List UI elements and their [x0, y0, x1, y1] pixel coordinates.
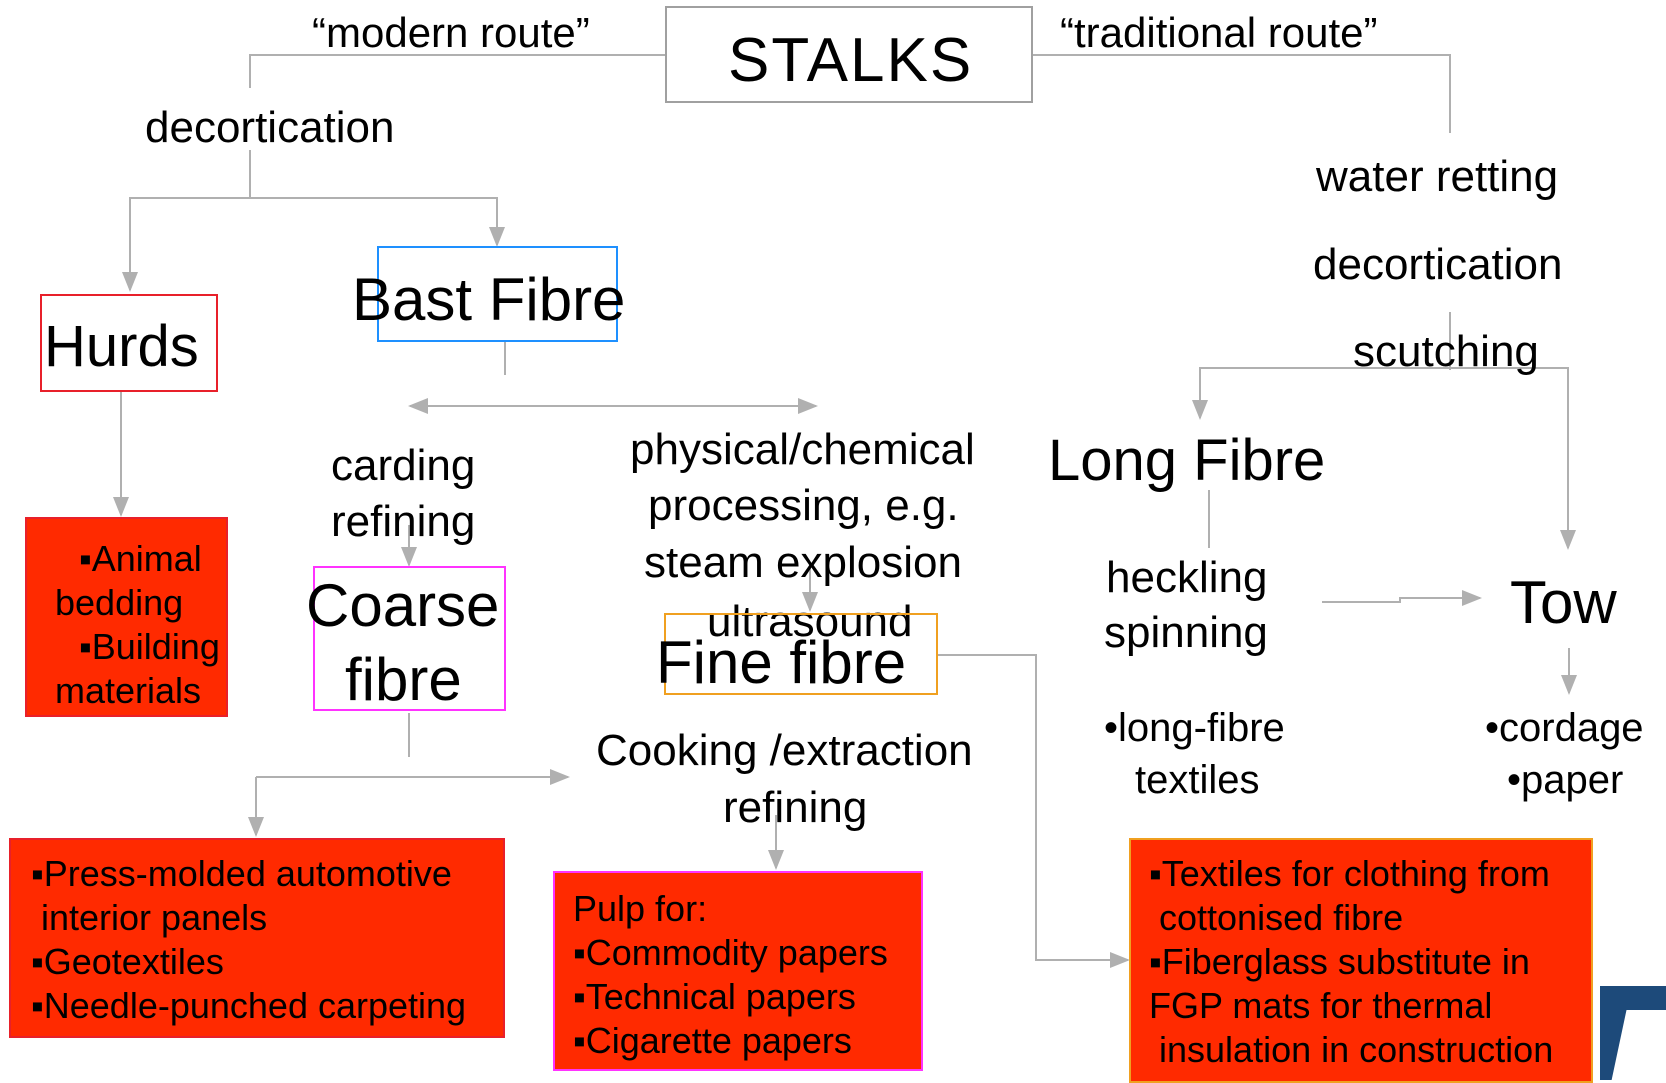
tow-uses-line-1: •cordage	[1485, 706, 1644, 750]
hurds-node: Hurds	[44, 314, 199, 379]
hurds-node-box	[40, 294, 218, 392]
pulp-use-line: ▪Technical papers	[573, 976, 856, 1017]
link-heckling-tow	[1322, 590, 1482, 606]
pulp-uses-box: Pulp for: ▪Commodity papers ▪Technical p…	[553, 871, 923, 1071]
bast-fibre-node: Bast Fibre	[352, 266, 626, 333]
coarse-uses-box: ▪Press-molded automotive interior panels…	[9, 838, 505, 1038]
traditional-route-label: “traditional route”	[1060, 9, 1378, 56]
fine-use-line: ▪Textiles for clothing from	[1149, 853, 1550, 894]
water-retting-label: water retting	[1316, 152, 1559, 201]
tow-node: Tow	[1510, 569, 1617, 636]
physical-chemical-line-3: steam explosion	[644, 538, 962, 587]
tow-uses-line-2: •paper	[1507, 758, 1624, 802]
pulp-use-line: ▪Commodity papers	[573, 932, 888, 973]
carding-label: carding	[331, 441, 476, 490]
hurds-use-line: materials	[55, 670, 202, 711]
coarse-fibre-node-line-1: Coarse	[306, 572, 500, 639]
pulp-use-line: Pulp for:	[573, 888, 708, 929]
refining-label: refining	[331, 497, 476, 546]
coarse-use-line: interior panels	[31, 897, 268, 938]
coarse-fibre-node-box	[313, 566, 506, 711]
physical-chemical-line-1: physical/chemical	[630, 425, 975, 474]
hurds-use-line: ▪Animal	[79, 538, 202, 579]
fine-fibre-node: Fine fibre	[656, 629, 907, 696]
long-fibre-node: Long Fibre	[1048, 428, 1326, 493]
scutching-label: scutching	[1353, 327, 1539, 376]
coarse-use-line: ▪Geotextiles	[31, 941, 224, 982]
spinning-label: spinning	[1104, 608, 1268, 657]
decortication-right-label: decortication	[1313, 240, 1563, 289]
bast-fibre-node-box	[377, 246, 618, 342]
link-decortication-split	[122, 150, 251, 292]
stalks-node-box	[665, 6, 1033, 103]
long-fibre-textiles-line-2: textiles	[1135, 758, 1260, 802]
coarse-use-line: ▪Needle-punched carpeting	[31, 985, 467, 1026]
fine-uses-box: ▪Textiles for clothing from cottonised f…	[1129, 838, 1593, 1083]
fine-use-line: FGP mats for thermal	[1149, 985, 1493, 1026]
coarse-fibre-node-line-2: fibre	[345, 646, 462, 713]
coarse-use-line: ▪Press-molded automotive	[31, 853, 452, 894]
modern-route-label: “modern route”	[312, 9, 590, 56]
link-scutching-tow	[1450, 367, 1576, 550]
physical-chemical-line-4: ultrasound	[707, 597, 913, 646]
link-scutching-long	[1192, 367, 1450, 420]
fine-use-line: insulation in construction	[1149, 1029, 1554, 1070]
hurds-use-line: bedding	[55, 582, 184, 623]
fine-use-line: cottonised fibre	[1149, 897, 1404, 938]
physical-chemical-line-2: processing, e.g.	[648, 481, 959, 530]
long-fibre-textiles-line-1: •long-fibre	[1104, 706, 1285, 750]
heckling-label: heckling	[1106, 553, 1268, 602]
hurds-use-line: ▪Building	[79, 626, 220, 667]
corner-logo-icon	[1600, 986, 1666, 1080]
cooking-extraction-label: Cooking /extraction	[596, 726, 973, 775]
link-fine-uses	[938, 654, 1130, 968]
stalks-node: STALKS	[728, 26, 974, 95]
link-decortication-bast	[250, 197, 505, 247]
link-stalks-traditional	[1033, 54, 1451, 133]
link-stalks-modern	[249, 54, 665, 88]
pulp-use-line: ▪Cigarette papers	[573, 1020, 852, 1061]
fine-use-line: ▪Fiberglass substitute in	[1149, 941, 1530, 982]
fine-fibre-node-box	[664, 613, 938, 695]
hurds-uses-box: ▪Animal bedding ▪Building materials	[25, 517, 228, 717]
decortication-left-label: decortication	[145, 103, 395, 152]
cooking-refining-label: refining	[723, 783, 868, 832]
